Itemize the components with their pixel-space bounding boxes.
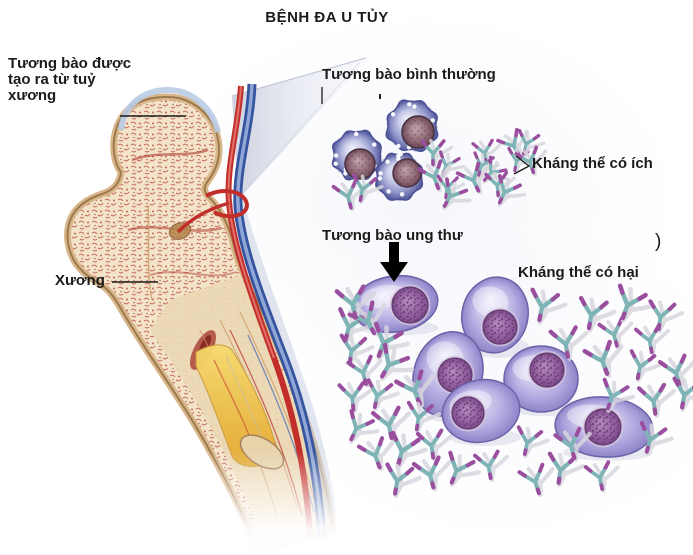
leader-line-useful-antibody [513,155,531,175]
nucleus-speckle [392,287,428,323]
cancer-plasma-cell [461,276,530,358]
membrane-mottling [375,153,423,201]
vesicle-dot [412,104,417,109]
marrow-vessel [225,355,265,445]
nucleus-speckle [483,310,517,344]
label-harmful-antibody: Kháng thể có hại [518,264,639,281]
nucleus-speckle [402,116,434,148]
vein-highlight [236,83,324,541]
artery-loop [205,189,250,219]
vesicle-dot [407,102,412,107]
vesicle-dot [396,156,401,162]
down-arrow-icon [380,242,408,282]
normal-plasma-cell [385,99,439,153]
magnifier-beam [231,56,370,200]
vesicle-dot [372,142,377,147]
vesicle-dot [430,118,435,123]
nucleus-speckle [452,397,484,429]
membrane-mottling [332,130,382,180]
stray-mark [379,94,381,99]
vesicle-dot [378,171,383,176]
page-title: BỆNH ĐA U TỦY [265,9,389,26]
bone-fade [90,450,340,555]
vesicle-dot [343,171,348,176]
vesicle-dot [333,153,339,158]
vesicle-dot [377,176,383,181]
marrow-streak [149,271,237,277]
nucleus-rim [582,406,624,448]
normal-plasma-cells-group [331,99,439,201]
vesicle-dot [333,161,338,166]
nucleus-rim [449,394,487,432]
vesicle-dot [398,151,403,157]
cancer-plasma-cell [441,378,521,447]
bone-crack [147,204,153,301]
nucleus-speckle [530,353,564,387]
label-cancer-plasma: Tương bào ung thư [322,227,463,244]
membrane-mottling [386,100,438,152]
cartilage-cap [118,86,221,133]
vesicle-dot [386,189,391,194]
nucleus-speckle [438,358,472,392]
vesicle-dot [354,131,359,137]
nucleus-speckle [345,149,375,179]
label-bone: Xương [55,272,105,289]
nucleus-speckle [393,159,421,187]
marrow-streak [131,148,209,162]
nucleus-speckle [585,409,621,445]
normal-plasma-cell [375,151,424,201]
stray-paren: ) [655,231,662,252]
nucleus-rim [389,284,431,326]
vesicle-dot [385,159,390,164]
nucleus-rim [527,350,567,390]
normal-plasma-cell [331,129,382,181]
vesicle-dot [399,192,405,197]
vesicle-dot [390,112,396,117]
label-plasma-origin: Tương bào được tạo ra từ tuỷ xương [8,55,132,104]
nucleus-rim [480,307,520,347]
artery-branch [176,201,230,234]
bone-illustration [63,86,337,555]
label-normal-plasma: Tương bào bình thường [322,66,496,83]
vesicle-dot [396,143,401,149]
label-useful-antibody: Kháng thể có ích [532,155,653,172]
